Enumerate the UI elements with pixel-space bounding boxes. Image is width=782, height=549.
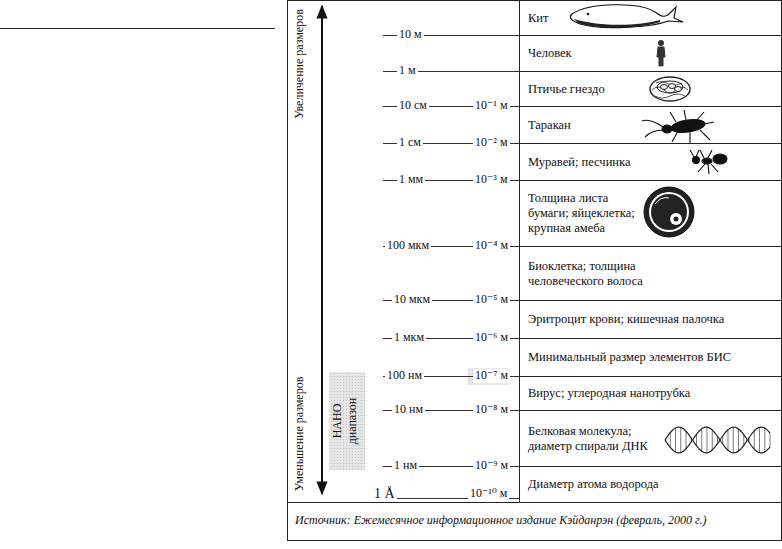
scale-value: 1 мм xyxy=(397,173,425,187)
scale-row-box: Эритроцит крови; кишечная палочка xyxy=(519,300,782,339)
nest-picture xyxy=(650,77,690,101)
scale-row-box: Муравей; песчинка xyxy=(519,143,782,181)
scale-value: 10⁻¹⁰ м xyxy=(468,487,509,501)
scale-value: 10 нм xyxy=(392,403,425,417)
scale-row-box: Белковая молекула; диаметр спирали ДНК xyxy=(519,410,782,467)
row-label: Белковая молекула; диаметр спирали ДНК xyxy=(528,424,656,454)
row-label: Вирус; углеродная нанотрубка xyxy=(528,386,690,401)
scale-row-box: Кит xyxy=(519,0,782,36)
scale-value: 10⁻⁴ м xyxy=(473,239,510,253)
ant-picture xyxy=(690,150,727,174)
row-label: Таракан xyxy=(528,118,571,133)
source-caption: Источник: Ежемесячное информационное изд… xyxy=(295,513,707,528)
outer-frame xyxy=(288,1,782,541)
scale-row-box: Вирус; углеродная нанотрубка xyxy=(519,376,782,411)
scale-value: 10⁻⁹ м xyxy=(473,459,510,473)
row-label: Минимальный размер элементов БИС xyxy=(528,350,731,365)
scale-value: 10 см xyxy=(397,99,429,113)
scale-row-box: Биоклетка; толщина человеческого волоса xyxy=(519,246,782,301)
scale-row-box: Таракан xyxy=(519,106,782,144)
scale-value: 10⁻⁸ м xyxy=(473,403,510,417)
row-label: Диаметр атома водорода xyxy=(528,477,659,492)
scale-value: 1 см xyxy=(397,136,423,150)
row-label: Биоклетка; толщина человеческого волоса xyxy=(528,259,673,289)
row-label: Толщина листа бумаги; яйцеклетка; крупна… xyxy=(528,191,650,236)
row-label: Кит xyxy=(528,11,549,26)
dna-picture xyxy=(665,427,770,453)
scale-row-box: Толщина листа бумаги; яйцеклетка; крупна… xyxy=(519,180,782,247)
axis-caption: Увеличение размеров xyxy=(293,7,307,121)
row-label: Эритроцит крови; кишечная палочка xyxy=(528,312,724,327)
scale-value: 100 нм xyxy=(385,369,424,383)
scale-value: 1 мкм xyxy=(392,331,426,345)
cockroach-picture xyxy=(642,110,714,143)
scale-row-box: Минимальный размер элементов БИС xyxy=(519,338,782,377)
scale-value: 1 Å xyxy=(372,486,397,502)
scale-value: 10⁻¹ м xyxy=(473,99,510,113)
scale-value: 10 м xyxy=(397,28,424,42)
scale-row-box: Птичье гнездо xyxy=(519,71,782,107)
axis-caption: Уменьшение размеров xyxy=(293,375,307,493)
size-arrow xyxy=(321,6,323,494)
row-label: Муравей; песчинка xyxy=(528,155,630,170)
row-label: Птичье гнездо xyxy=(528,82,605,97)
scale-value: 10⁻⁷ м xyxy=(473,369,510,383)
nano-shade xyxy=(329,372,365,470)
whale-picture xyxy=(570,5,683,28)
scale-value: 100 мкм xyxy=(385,239,431,253)
scale-value: 10⁻⁵ м xyxy=(473,293,510,307)
scale-row-box: Человек xyxy=(519,35,782,72)
row-label: Человек xyxy=(528,46,572,61)
scale-row-box: Диаметр атома водорода xyxy=(519,466,782,503)
human-picture xyxy=(657,40,665,66)
scale-value: 10 мкм xyxy=(392,293,432,307)
scale-value: 1 нм xyxy=(392,459,419,473)
egg-cell-picture xyxy=(644,187,694,237)
header-rule xyxy=(0,28,275,29)
scale-value: 10⁻³ м xyxy=(473,173,510,187)
scale-value: 10⁻² м xyxy=(473,136,510,150)
axis-caption: НАНО диапазон xyxy=(330,389,360,453)
scale-value: 10⁻⁶ м xyxy=(473,331,510,345)
scale-value: 1 м xyxy=(397,64,418,78)
